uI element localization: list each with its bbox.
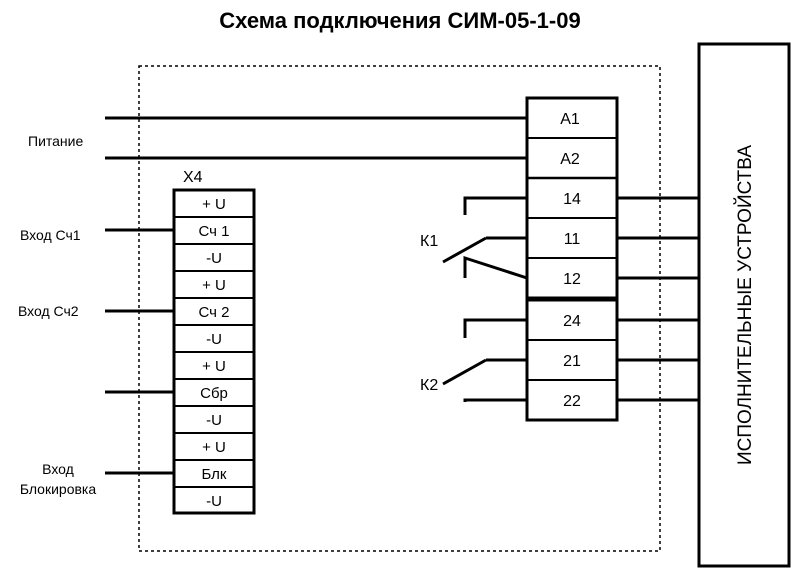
terminal-21: 21 xyxy=(563,353,581,370)
x4-terminal-9: -U xyxy=(206,412,222,429)
terminal-11: 11 xyxy=(564,231,581,248)
x4-terminal-5: Сч 2 xyxy=(199,304,230,321)
label-input1: Вход Сч1 xyxy=(20,227,81,243)
x4-terminal-11: Блк xyxy=(202,466,227,483)
label-block-line1: Вход xyxy=(42,461,74,477)
device-boundary xyxy=(138,65,661,552)
x4-terminal-block xyxy=(172,188,256,515)
x4-terminal-6: -U xyxy=(206,331,222,348)
x4-terminal-7: + U xyxy=(202,358,226,375)
relay-k2-label: К2 xyxy=(420,377,438,394)
actuators-label: ИСПОЛНИТЕЛЬНЫЕ УСТРОЙСТВА xyxy=(734,145,756,465)
relay-k1-label: К1 xyxy=(420,233,438,250)
actuators-box xyxy=(697,42,791,568)
diagram-title: Схема подключения СИМ-05-1-09 xyxy=(219,8,581,33)
terminal-24: 24 xyxy=(563,313,581,330)
terminal-a1: А1 xyxy=(560,111,580,128)
x4-terminal-10: + U xyxy=(202,439,226,456)
label-block-line2: Блокировка xyxy=(20,481,97,497)
x4-terminal-2: Сч 1 xyxy=(199,223,230,240)
relay-k1-contacts xyxy=(442,196,528,280)
relay-k2-contacts xyxy=(442,318,527,402)
right-terminal-block-lower xyxy=(525,298,619,422)
x4-terminal-12: -U xyxy=(206,493,222,510)
x4-terminal-1: + U xyxy=(202,196,226,213)
x4-terminal-8: Сбр xyxy=(200,385,228,402)
label-power: Питание xyxy=(28,133,83,149)
x4-terminal-3: -U xyxy=(206,250,222,267)
terminal-22: 22 xyxy=(563,393,581,410)
x4-terminal-4: + U xyxy=(202,277,226,294)
terminal-12: 12 xyxy=(563,271,581,288)
label-input2: Вход Сч2 xyxy=(18,303,79,319)
terminal-14: 14 xyxy=(563,191,581,208)
x4-label: X4 xyxy=(183,169,203,186)
terminal-a2: А2 xyxy=(560,151,580,168)
